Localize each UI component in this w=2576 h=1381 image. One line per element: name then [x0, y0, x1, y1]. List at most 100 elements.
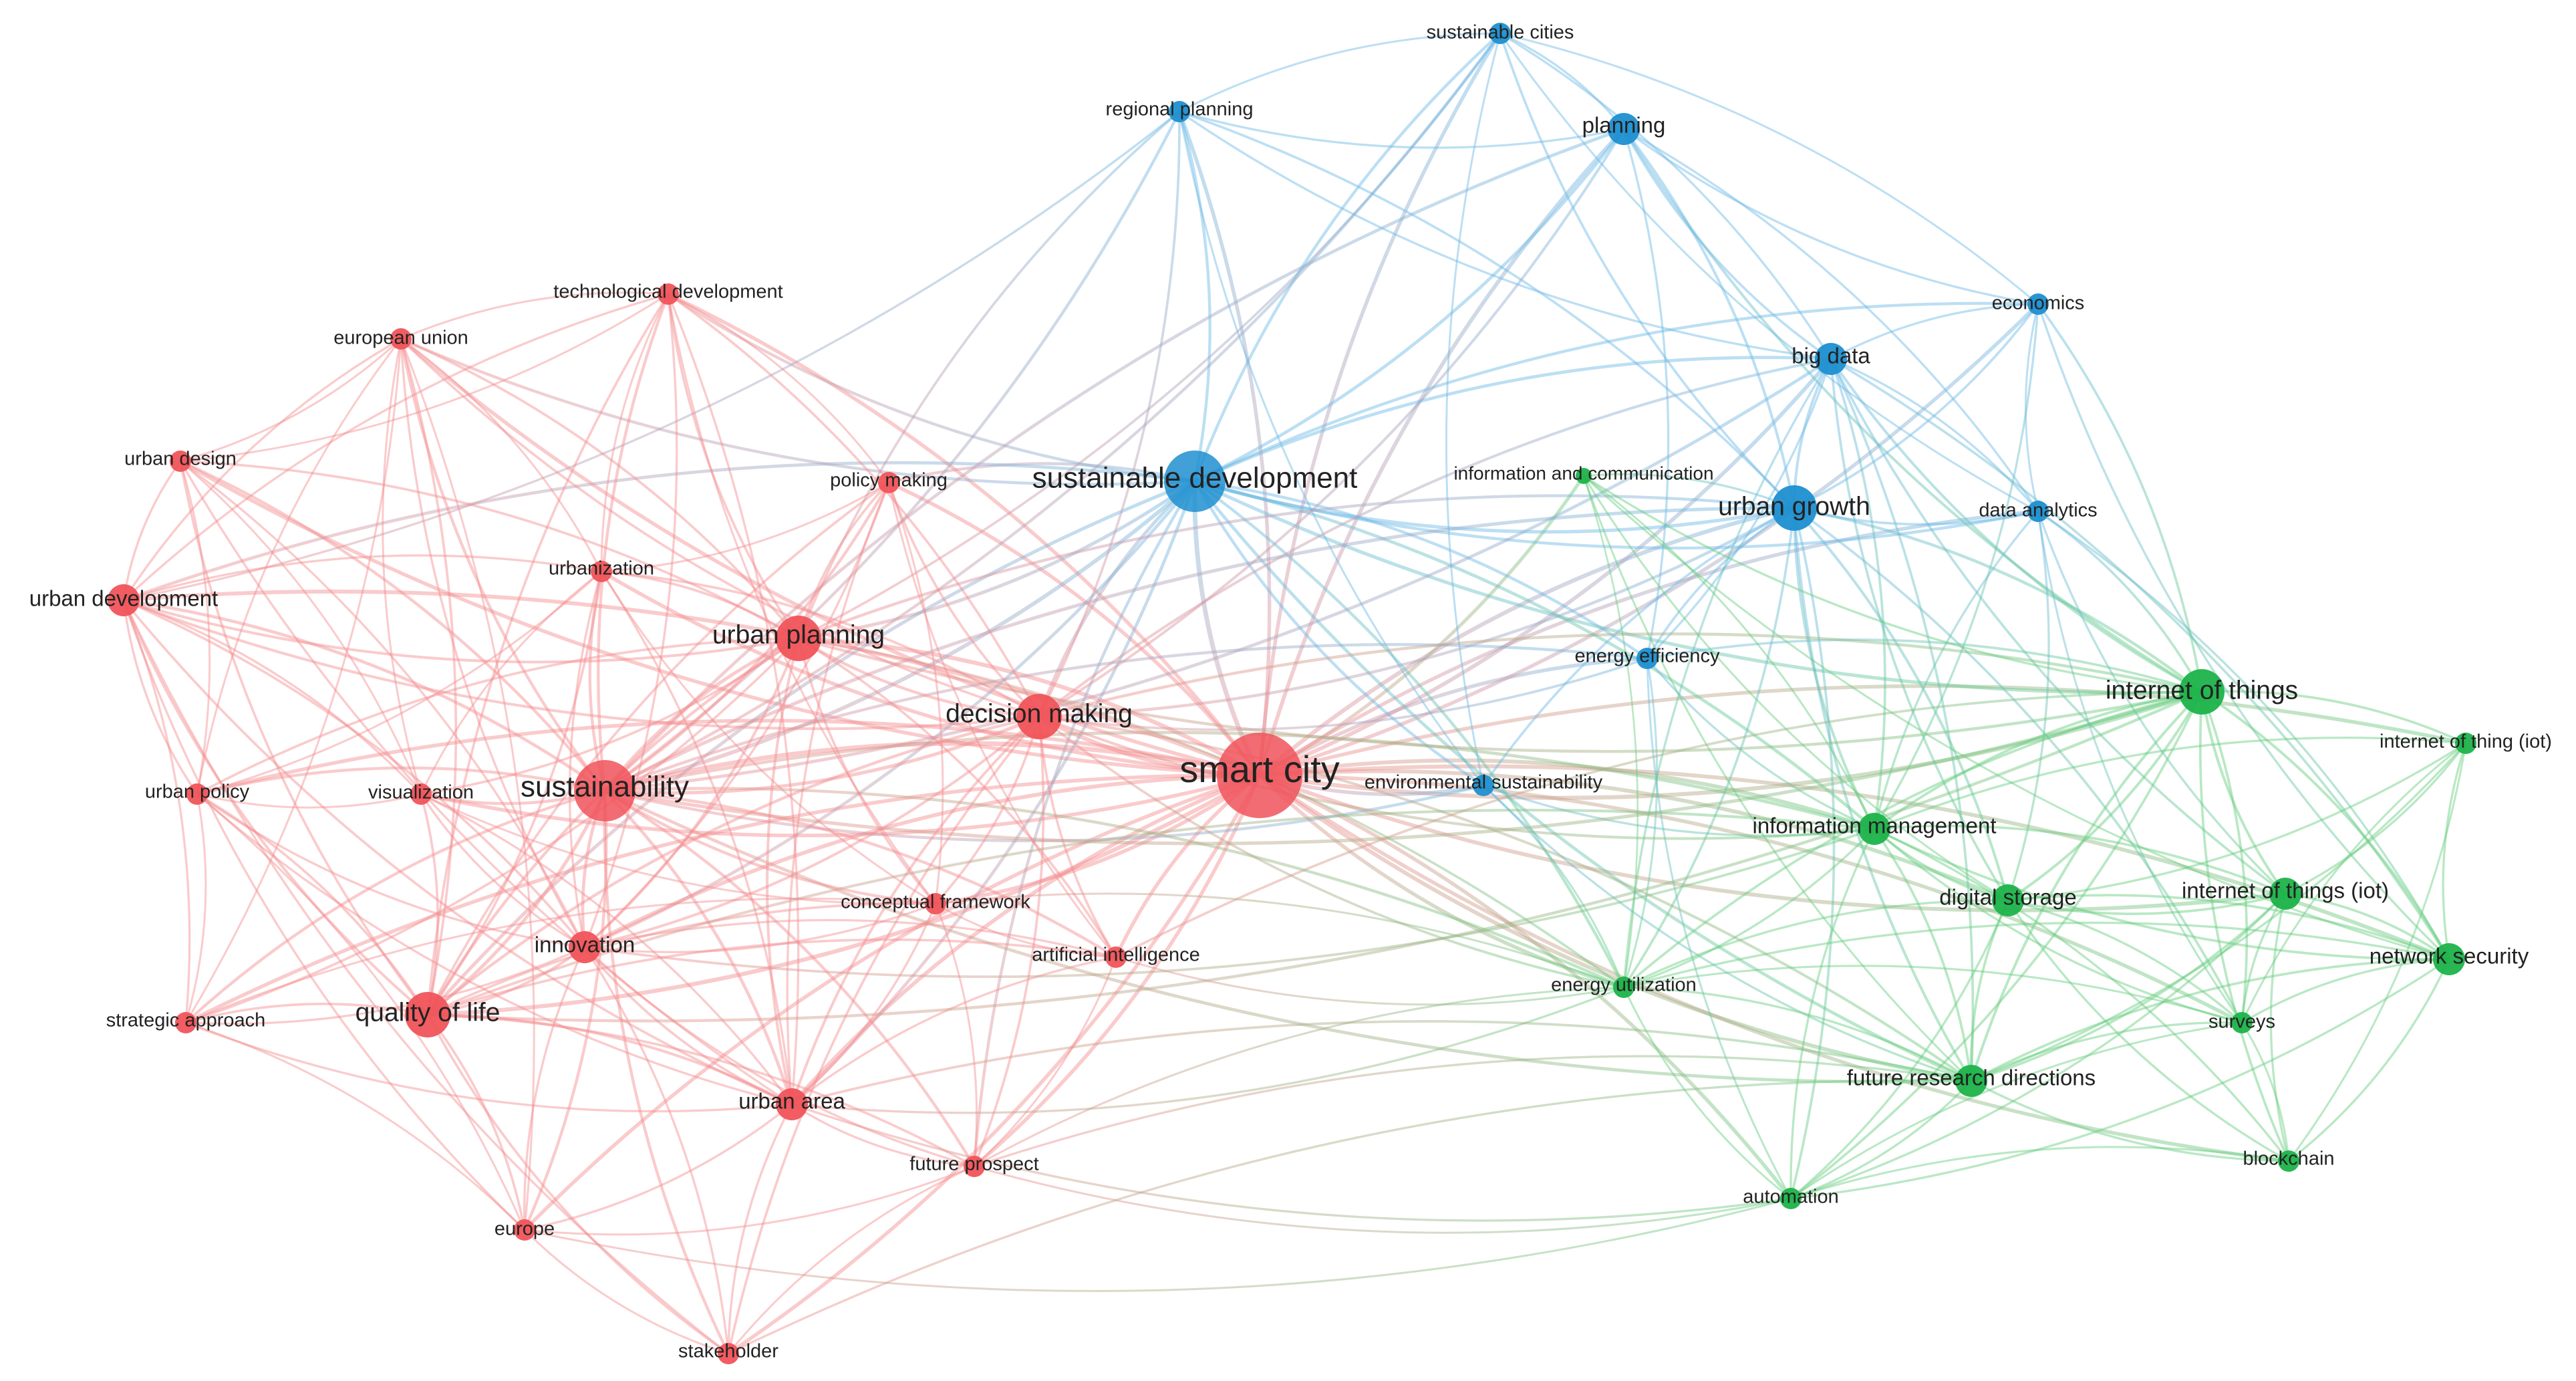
node-data-analytics[interactable] — [2027, 501, 2049, 522]
edge-urban-growth--internet-of-things — [1794, 506, 2203, 693]
node-network-security[interactable] — [2433, 943, 2465, 975]
node-future-prospect[interactable] — [964, 1156, 985, 1177]
edge-urban-area--strategic-approach — [185, 1021, 793, 1113]
edge-data-analytics--network-security — [2037, 510, 2450, 960]
edge-urban-planning--internet-of-things — [798, 636, 2202, 753]
edge-technological-development--policy-making — [668, 293, 890, 483]
edge-visualization--urban-area — [420, 793, 793, 1105]
node-label-policy-making: policy making — [830, 470, 948, 491]
node-urbanization[interactable] — [591, 561, 612, 582]
edge-sustainable-cities--big-data — [1499, 32, 1832, 360]
edge-energy-utilization--automation — [1622, 987, 1792, 1200]
node-label-urban-development: urban development — [29, 586, 219, 611]
node-technological-development[interactable] — [658, 283, 679, 305]
node-sustainable-cities[interactable] — [1489, 23, 1511, 44]
edge-artificial-intelligence--internet-of-things — [1115, 690, 2202, 959]
node-label-urban-design: urban design — [124, 449, 237, 470]
edge-smart-city--blockchain — [1258, 773, 2289, 1163]
edge-smart-city--economics — [1259, 303, 2039, 777]
edge-conceptual-framework--urban-area — [791, 903, 937, 1106]
node-urban-planning[interactable] — [776, 616, 821, 661]
edge-planning--economics — [1623, 128, 2039, 305]
edge-urban-planning--strategic-approach — [185, 637, 800, 1024]
node-decision-making[interactable] — [1016, 694, 1062, 739]
node-quality-of-life[interactable] — [405, 992, 450, 1037]
node-innovation[interactable] — [569, 931, 601, 963]
edge-internet-of-things--internet-of-thing-iot — [2201, 690, 2466, 745]
node-urban-development[interactable] — [108, 584, 140, 616]
edge-information-management--digital-storage — [1873, 828, 2009, 902]
node-smart-city[interactable] — [1217, 733, 1302, 818]
edge-sustainable-development--innovation — [584, 480, 1196, 949]
edge-sustainability--urban-policy — [196, 766, 605, 796]
node-europe[interactable] — [514, 1219, 535, 1241]
node-label-economics: economics — [1992, 293, 2085, 314]
node-label-information-management: information management — [1752, 813, 1996, 838]
edge-innovation--artificial-intelligence — [584, 918, 1117, 959]
node-label-regional-planning: regional planning — [1106, 99, 1254, 120]
node-blockchain[interactable] — [2278, 1150, 2299, 1172]
edge-urban-area--stakeholder — [727, 1104, 793, 1354]
edge-innovation--strategic-approach — [185, 946, 585, 1025]
edge-surveys--future-research-directions — [1971, 1021, 2243, 1082]
edge-urban-growth--sustainability — [603, 506, 1795, 793]
edge-smart-city--digital-storage — [1259, 769, 2009, 902]
edge-big-data--network-security — [1830, 358, 2450, 960]
node-urban-policy[interactable] — [186, 783, 208, 805]
node-label-planning: planning — [1582, 113, 1666, 138]
node-energy-efficiency[interactable] — [1636, 648, 1658, 669]
node-internet-of-thing-iot[interactable] — [2455, 733, 2476, 754]
node-internet-of-things[interactable] — [2179, 669, 2225, 715]
node-stakeholder[interactable] — [718, 1343, 739, 1364]
node-urban-design[interactable] — [170, 451, 191, 472]
edge-sustainability--urban-planning — [603, 636, 800, 792]
node-urban-area[interactable] — [776, 1088, 808, 1120]
node-economics[interactable] — [2027, 293, 2049, 315]
node-energy-utilization[interactable] — [1613, 977, 1634, 998]
node-big-data[interactable] — [1815, 343, 1847, 375]
node-european-union[interactable] — [390, 328, 412, 350]
edge-digital-storage--surveys — [2007, 899, 2243, 1024]
node-artificial-intelligence[interactable] — [1105, 947, 1127, 968]
edge-energy-utilization--surveys — [1623, 965, 2243, 1024]
edge-urban-planning--artificial-intelligence — [798, 637, 1117, 958]
edge-policy-making--innovation — [583, 482, 890, 949]
edge-sustainability--quality-of-life — [426, 789, 607, 1017]
node-regional-planning[interactable] — [1169, 101, 1190, 122]
edge-urban-growth--urban-planning — [798, 494, 1795, 640]
edge-information-management--network-security — [1874, 828, 2450, 961]
node-information-management[interactable] — [1858, 813, 1890, 845]
node-policy-making[interactable] — [878, 472, 899, 493]
node-automation[interactable] — [1780, 1188, 1802, 1209]
edge-sustainability--internet-of-things — [604, 690, 2202, 846]
node-planning[interactable] — [1608, 113, 1640, 145]
node-label-energy-efficiency: energy efficiency — [1574, 646, 1720, 667]
edge-network-security--surveys — [2241, 958, 2450, 1024]
node-sustainability[interactable] — [574, 760, 635, 822]
edge-urban-design--urban-area — [179, 461, 793, 1106]
edge-urban-development--urbanization — [123, 554, 602, 602]
edge-internet-of-things-iot--surveys — [2241, 893, 2287, 1023]
node-label-data-analytics: data analytics — [1979, 500, 2097, 521]
node-strategic-approach[interactable] — [175, 1012, 196, 1033]
edge-sustainability--artificial-intelligence — [604, 789, 1117, 959]
node-future-research-directions[interactable] — [1955, 1065, 1987, 1097]
edge-sustainability--european-union — [399, 338, 606, 792]
edge-sustainable-cities--urban-planning — [798, 32, 1501, 640]
edge-network-security--future-research-directions — [1971, 958, 2450, 1082]
node-visualization[interactable] — [410, 783, 432, 805]
edge-sustainable-development--planning — [1193, 128, 1625, 483]
node-digital-storage[interactable] — [1992, 884, 2024, 916]
edge-urban-design--urban-policy — [179, 461, 211, 795]
node-information-and-communication[interactable] — [1576, 468, 1592, 484]
node-environmental-sustainability[interactable] — [1473, 775, 1494, 796]
node-sustainable-development[interactable] — [1164, 451, 1226, 512]
node-conceptual-framework[interactable] — [925, 893, 946, 914]
edge-internet-of-thing-iot--information-management — [1874, 736, 2466, 830]
node-urban-growth[interactable] — [1771, 485, 1817, 531]
edge-urban-planning--visualization — [420, 637, 800, 795]
node-internet-of-things-iot[interactable] — [2269, 878, 2301, 910]
edge-urban-development--innovation — [123, 599, 586, 949]
node-surveys[interactable] — [2231, 1012, 2253, 1033]
